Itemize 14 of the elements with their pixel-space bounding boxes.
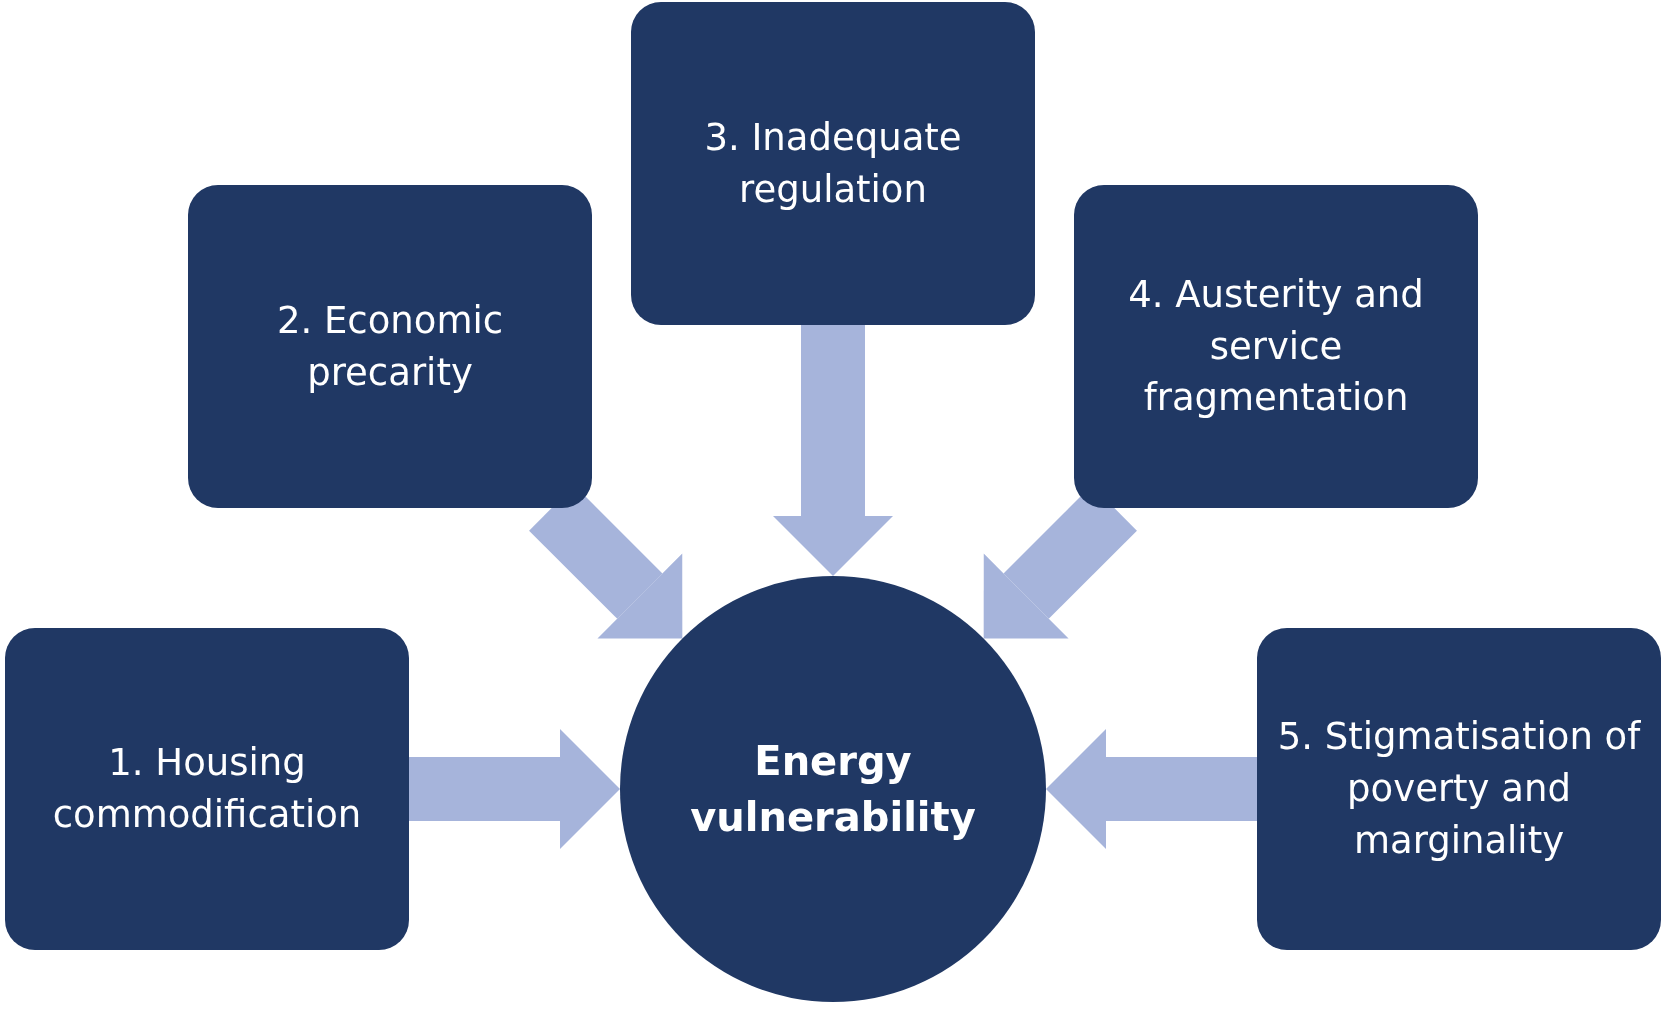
rounded-box — [188, 185, 592, 508]
center-label: Energy vulnerability — [689, 737, 977, 842]
block-arrow — [773, 325, 893, 576]
block-arrow — [1046, 729, 1257, 849]
box-label: 4. Austerity and service fragmentation — [1127, 271, 1425, 422]
box-label: 3. Inadequate regulation — [703, 114, 963, 213]
rounded-box — [5, 628, 409, 950]
block-arrow — [409, 729, 620, 849]
rounded-box — [1257, 628, 1661, 950]
rounded-box — [631, 2, 1035, 325]
box-label: 1. Housing commodification — [51, 740, 363, 838]
rounded-box — [1074, 185, 1478, 508]
box-label: 5. Stigmatisation of poverty and marginality — [1277, 714, 1641, 864]
box-label: 2. Economic precarity — [275, 297, 505, 396]
